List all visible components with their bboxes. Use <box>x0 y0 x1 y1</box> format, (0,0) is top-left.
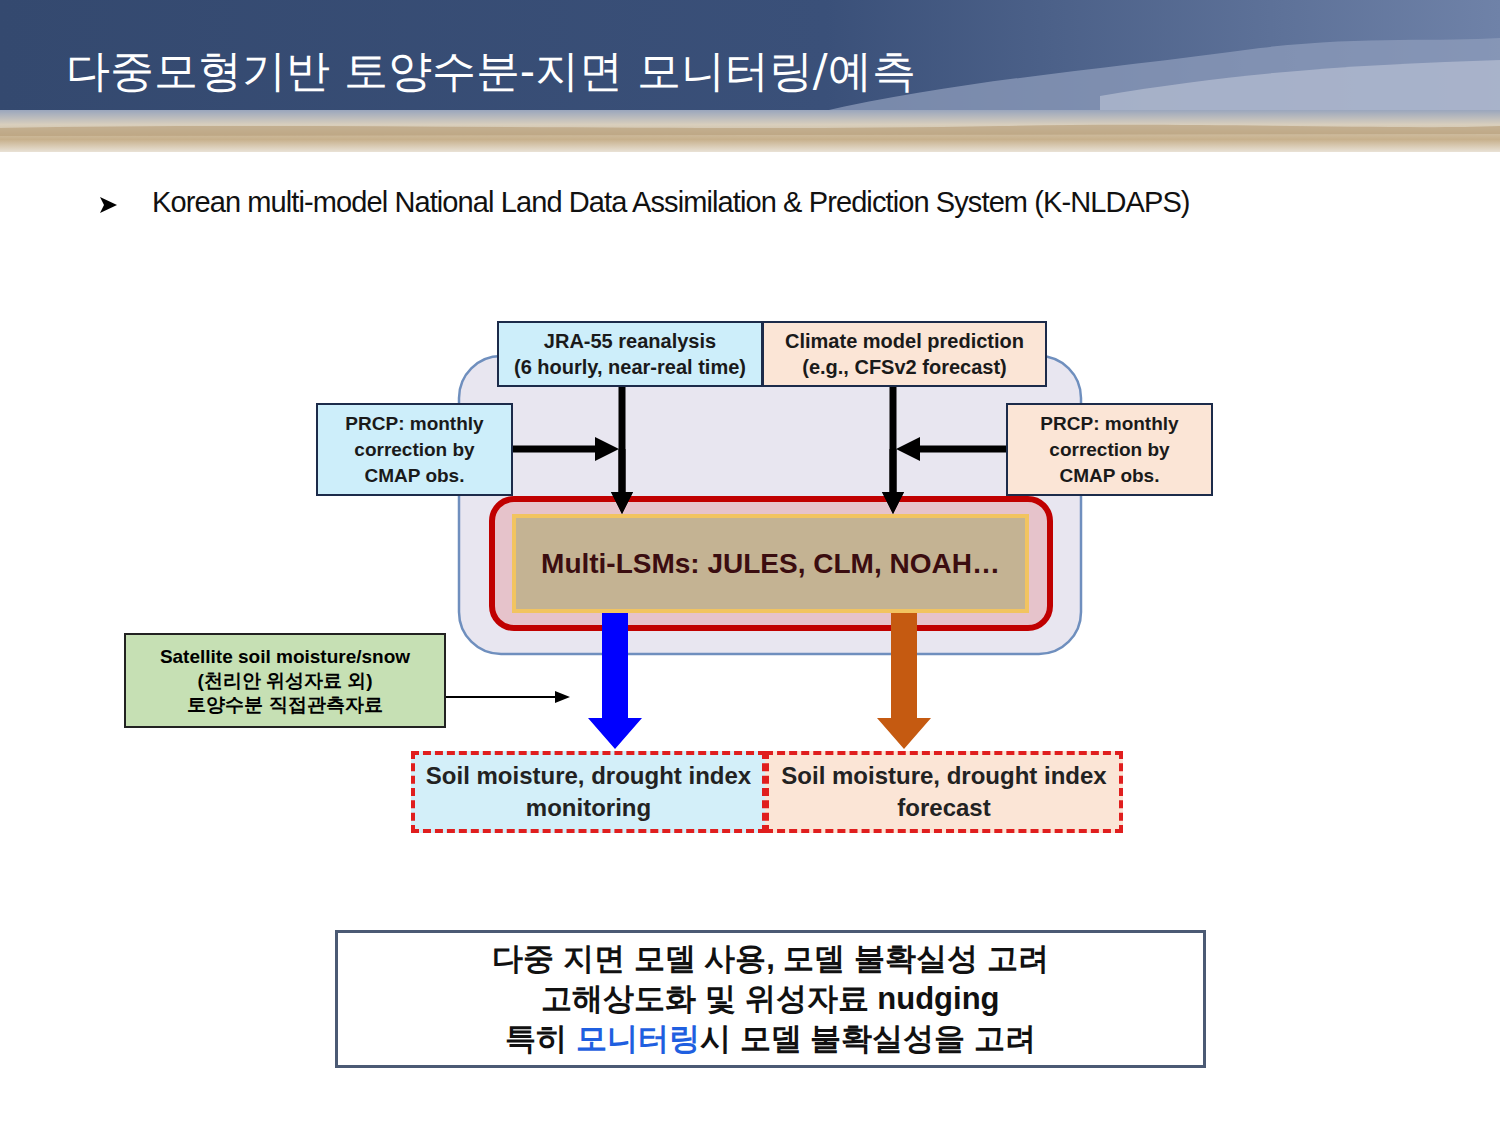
connector <box>882 437 1006 514</box>
arrowhead <box>896 437 920 461</box>
text-line: Soil moisture, drought index monitoring <box>423 760 755 824</box>
satellite-box: Satellite soil moisture/snow(천리안 위성자료 외)… <box>124 633 446 728</box>
node-text: (천리안 위성자료 외) <box>197 669 372 693</box>
subtitle-text: Korean multi-model National Land Data As… <box>152 186 1190 219</box>
text-line: 고해상도화 및 위성자료 nudging <box>541 979 999 1019</box>
highlight-outline <box>492 499 1050 628</box>
leader-arrowhead <box>555 691 570 703</box>
node-text: 모니터링 <box>576 1021 700 1056</box>
node-text: 시 모델 불확실성을 고려 <box>700 1021 1036 1056</box>
node-text: (6 hourly, near-real time) <box>514 354 746 380</box>
node-text: 다중 지면 모델 사용, 모델 불확실성 고려 <box>492 939 1048 979</box>
connector <box>513 437 633 514</box>
header-beach <box>0 110 1500 152</box>
node-text: Soil moisture, drought index forecast <box>778 760 1110 824</box>
correction-box: PRCP: monthly correction by CMAP obs. <box>316 403 513 496</box>
connector-line <box>890 387 897 494</box>
header-band <box>0 0 1500 152</box>
text-line: JRA-55 reanalysis <box>544 328 716 354</box>
node-text: 고해상도화 및 위성자료 nudging <box>541 979 999 1019</box>
text-line: Climate model prediction <box>785 328 1024 354</box>
arrowhead <box>882 492 904 514</box>
correction-box: PRCP: monthly correction by CMAP obs. <box>1006 403 1213 496</box>
text-line: Satellite soil moisture/snow <box>160 645 410 669</box>
block-arrow <box>877 613 931 749</box>
text-line: 다중 지면 모델 사용, 모델 불확실성 고려 <box>492 939 1048 979</box>
arrowhead <box>595 437 619 461</box>
header-beach <box>0 125 1500 136</box>
block-arrow <box>588 613 642 749</box>
model-group-box <box>459 356 1081 654</box>
model-box: Multi-LSMs: JULES, CLM, NOAH… <box>512 514 1029 613</box>
input-box: JRA-55 reanalysis(6 hourly, near-real ti… <box>497 321 763 387</box>
connector-line <box>619 449 626 494</box>
node-text: 토양수분 직접관측자료 <box>187 693 382 717</box>
node-text: Multi-LSMs: JULES, CLM, NOAH… <box>541 547 1000 581</box>
text-line: Soil moisture, drought index forecast <box>778 760 1110 824</box>
leader-line <box>446 696 556 698</box>
node-text: Climate model prediction <box>785 328 1024 354</box>
text-line: PRCP: monthly correction by CMAP obs. <box>340 411 490 489</box>
connector-line <box>513 446 597 453</box>
header-cloud <box>820 38 1500 112</box>
node-text: 특히 <box>505 1021 567 1056</box>
header-cloud <box>1100 60 1500 112</box>
text-line: 특히 모니터링시 모델 불확실성을 고려 <box>505 1019 1036 1059</box>
connector-line <box>619 387 626 494</box>
node-text: PRCP: monthly correction by CMAP obs. <box>1035 411 1185 489</box>
bullet-symbol <box>100 197 117 213</box>
summary-box: 다중 지면 모델 사용, 모델 불확실성 고려고해상도화 및 위성자료 nudg… <box>335 930 1206 1068</box>
arrowhead <box>882 492 904 514</box>
output-box: Soil moisture, drought index forecast <box>765 751 1123 833</box>
node-text: Soil moisture, drought index monitoring <box>423 760 755 824</box>
connector <box>588 613 642 749</box>
connector <box>877 613 931 749</box>
node-text: PRCP: monthly correction by CMAP obs. <box>340 411 490 489</box>
arrowhead <box>611 492 633 514</box>
text-line: (천리안 위성자료 외) <box>197 669 372 693</box>
text-line: PRCP: monthly correction by CMAP obs. <box>1035 411 1185 489</box>
page-title: 다중모형기반 토양수분-지면 모니터링/예측 <box>66 42 916 101</box>
output-box: Soil moisture, drought index monitoring <box>411 751 766 833</box>
text-line: 토양수분 직접관측자료 <box>187 693 382 717</box>
node-text: JRA-55 reanalysis <box>544 328 716 354</box>
node-text: Satellite soil moisture/snow <box>160 645 410 669</box>
connector-line <box>890 449 897 494</box>
arrowhead <box>611 492 633 514</box>
text-line: Multi-LSMs: JULES, CLM, NOAH… <box>541 547 1000 581</box>
text-line: (e.g., CFSv2 forecast) <box>802 354 1007 380</box>
input-box: Climate model prediction(e.g., CFSv2 for… <box>762 321 1047 387</box>
text-line: (6 hourly, near-real time) <box>514 354 746 380</box>
connector-line <box>918 446 1006 453</box>
node-text: (e.g., CFSv2 forecast) <box>802 354 1007 380</box>
